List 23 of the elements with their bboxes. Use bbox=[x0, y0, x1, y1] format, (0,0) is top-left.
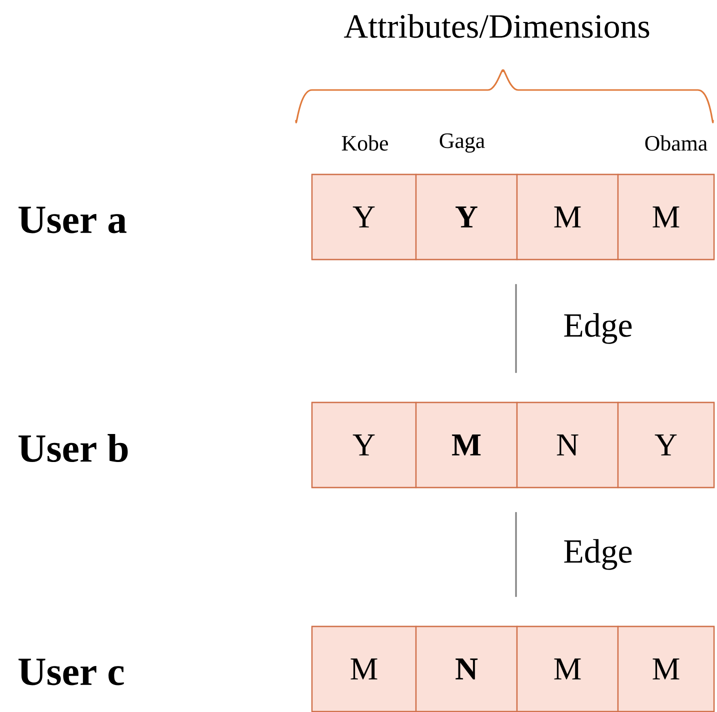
value-cell: M bbox=[516, 174, 619, 260]
value-cell: N bbox=[516, 402, 619, 488]
value-cell: M bbox=[311, 626, 417, 712]
value-cell: Y bbox=[617, 402, 715, 488]
value-cell: Y bbox=[415, 174, 518, 260]
row-label: User a bbox=[18, 206, 126, 234]
value-cell: N bbox=[415, 626, 518, 712]
axis-title: Attributes/Dimensions bbox=[344, 14, 650, 38]
edge-label: Edge bbox=[564, 539, 632, 570]
column-header: Kobe bbox=[342, 135, 388, 151]
row-label: User b bbox=[18, 434, 128, 462]
column-header: Gaga bbox=[440, 133, 485, 153]
column-header: Obama bbox=[645, 135, 708, 151]
value-cell: Y bbox=[311, 402, 417, 488]
connector-line bbox=[515, 284, 517, 373]
value-cell: M bbox=[617, 174, 715, 260]
value-cell: M bbox=[617, 626, 715, 712]
connector-line bbox=[515, 512, 517, 597]
edge-label: Edge bbox=[564, 313, 632, 344]
value-cell: Y bbox=[311, 174, 417, 260]
value-cell: M bbox=[516, 626, 619, 712]
value-cell: M bbox=[415, 402, 518, 488]
row-label: User c bbox=[18, 658, 124, 686]
